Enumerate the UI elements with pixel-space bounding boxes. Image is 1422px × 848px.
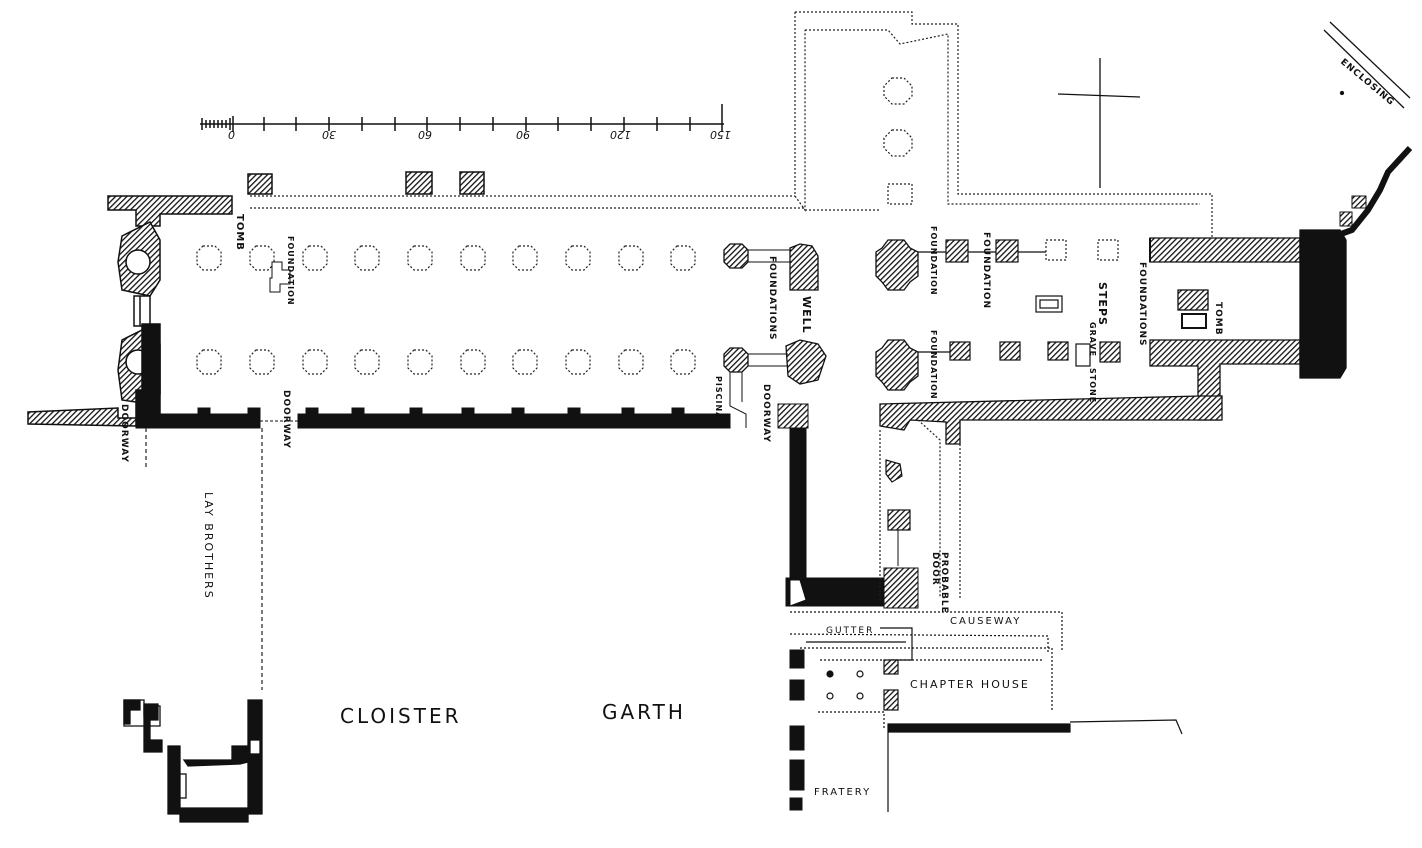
label-grave: GRAVE	[1088, 322, 1097, 358]
label-tomb-east: TOMB	[1213, 302, 1223, 336]
label-doorway-mid: DOORWAY	[281, 390, 291, 449]
label-lay-brothers: LAY BROTHERS	[202, 492, 215, 600]
north-cross	[1057, 58, 1141, 188]
label-doorway-east: DOORWAY	[761, 384, 771, 443]
north-buttresses	[247, 171, 485, 195]
label-foundation-nave: FOUNDATION	[286, 236, 295, 306]
scale-tick-60: 60	[418, 128, 432, 141]
south-transept-wall	[879, 395, 1223, 445]
label-chapter-house: CHAPTER HOUSE	[910, 678, 1030, 691]
label-foundations-crossing: FOUNDATIONS	[767, 256, 777, 341]
label-foundation-n2: FOUNDATION	[981, 232, 991, 310]
presbytery-walls	[1149, 229, 1347, 421]
label-well: WELL	[800, 296, 813, 334]
label-foundation-n1: FOUNDATION	[929, 226, 938, 296]
label-garth: GARTH	[602, 700, 686, 724]
label-stone: STONE	[1088, 368, 1097, 404]
label-gutter: GUTTER	[826, 626, 875, 636]
scale-tick-30: 30	[322, 128, 336, 141]
presbytery-foundations	[918, 239, 1121, 367]
crossing-west-piers	[723, 243, 827, 428]
label-probable-door: PROBABLE DOOR	[930, 552, 949, 614]
west-front	[107, 195, 233, 421]
label-fratery: FRATERY	[814, 787, 872, 798]
transept-piers	[883, 77, 1119, 261]
label-doorway-west: DOORWAY	[119, 404, 129, 463]
nave-foundation-outline	[269, 261, 291, 293]
lay-brothers-range	[145, 428, 263, 690]
label-causeway: CAUSEWAY	[950, 616, 1022, 627]
north-transept-outline	[250, 11, 1213, 238]
label-tomb-west: TOMB	[234, 214, 245, 251]
transept-east-aisle	[879, 419, 961, 600]
fratery-wall	[789, 649, 889, 812]
chapter-house	[789, 611, 1183, 735]
east-cloister-wall	[777, 403, 919, 609]
transept-piers-south	[885, 459, 911, 566]
scale-tick-90: 90	[516, 128, 530, 141]
scale-tick-150: 150	[710, 128, 731, 141]
enclosing-wall	[1323, 21, 1413, 241]
nave-piers	[196, 245, 696, 375]
scale-tick-120: 120	[610, 128, 631, 141]
label-steps: STEPS	[1096, 282, 1109, 326]
label-foundations-east: FOUNDATIONS	[1137, 262, 1147, 347]
lay-brothers-ruin	[123, 699, 263, 823]
crossing-east-piers	[875, 239, 919, 391]
label-cloister: CLOISTER	[340, 704, 462, 728]
scale-tick-0: 0	[228, 128, 235, 141]
label-foundation-s: FOUNDATION	[929, 330, 938, 400]
scale-bar	[200, 104, 724, 132]
nave-south-wall	[135, 407, 731, 429]
label-piscina: PISCINA	[714, 376, 723, 420]
